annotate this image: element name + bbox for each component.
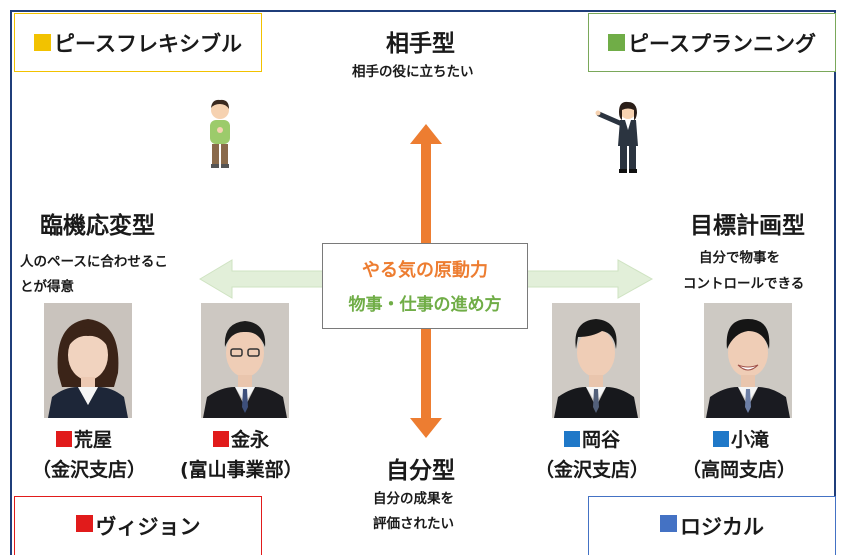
quadrant-logical: ロジカル	[588, 496, 836, 555]
center-line-work-style: 物事・仕事の進め方	[348, 295, 502, 315]
person-branch-araya: （金沢支店）	[32, 459, 147, 481]
blue-square-icon	[713, 431, 729, 447]
person-name-okaya: 岡谷	[564, 425, 620, 452]
center-line-motivation: やる気の原動力	[362, 260, 488, 281]
axis-left-desc-2: とが得意	[20, 279, 74, 295]
quadrant-label: ピースフレキシブル	[54, 31, 242, 56]
axis-right-desc-2: コントロールできる	[683, 276, 805, 292]
axis-right-title: 目標計画型	[690, 213, 805, 239]
person-name-kotaki: 小滝	[713, 425, 769, 452]
axis-left-desc-1: 人のペースに合わせるこ	[20, 254, 168, 270]
photo-kotaki	[704, 303, 792, 418]
axis-left-title: 臨機応変型	[40, 213, 155, 239]
person-branch-kanenaga: (富山事業部）	[180, 459, 303, 481]
quadrant-label: ヴィジョン	[95, 515, 201, 539]
photo-araya	[44, 303, 132, 418]
green-square-icon	[608, 34, 626, 51]
pointing-woman-illustration	[595, 101, 638, 173]
blue-square-icon	[660, 515, 677, 532]
quadrant-peace-planning: ピースプランニング	[588, 13, 836, 72]
person-name-text: 荒屋	[74, 429, 113, 451]
photo-okaya	[552, 303, 640, 418]
person-name-text: 金永	[231, 429, 270, 451]
yellow-square-icon	[34, 34, 52, 51]
axis-bottom-title: 自分型	[386, 458, 455, 484]
red-square-icon	[75, 515, 93, 532]
person-branch-okaya: （金沢支店）	[535, 459, 650, 481]
quadrant-label: ロジカル	[680, 515, 764, 539]
person-name-kanenaga: 金永	[213, 425, 269, 452]
quadrant-peace-flexible: ピースフレキシブル	[14, 13, 262, 72]
axis-bottom-desc-1: 自分の成果を	[373, 491, 454, 507]
person-name-araya: 荒屋	[56, 425, 112, 452]
blue-square-icon	[564, 431, 580, 447]
axis-right-desc-1: 自分で物事を	[699, 250, 780, 266]
quadrant-vision: ヴィジョン	[14, 496, 262, 555]
axis-bottom-desc-2: 評価されたい	[373, 516, 454, 532]
quadrant-label: ピースプランニング	[628, 31, 816, 56]
person-branch-kotaki: （高岡支店）	[682, 459, 797, 481]
outer-frame	[10, 10, 836, 555]
axis-top-desc: 相手の役に立ちたい	[352, 64, 474, 80]
axis-top-title: 相手型	[386, 31, 455, 57]
center-motivation-box: やる気の原動力 物事・仕事の進め方	[322, 243, 528, 329]
photo-kanenaga	[201, 303, 289, 418]
red-square-icon	[213, 431, 229, 447]
person-name-text: 小滝	[731, 429, 770, 451]
red-square-icon	[56, 431, 72, 447]
thinking-person-illustration	[210, 99, 230, 168]
person-name-text: 岡谷	[582, 429, 621, 451]
